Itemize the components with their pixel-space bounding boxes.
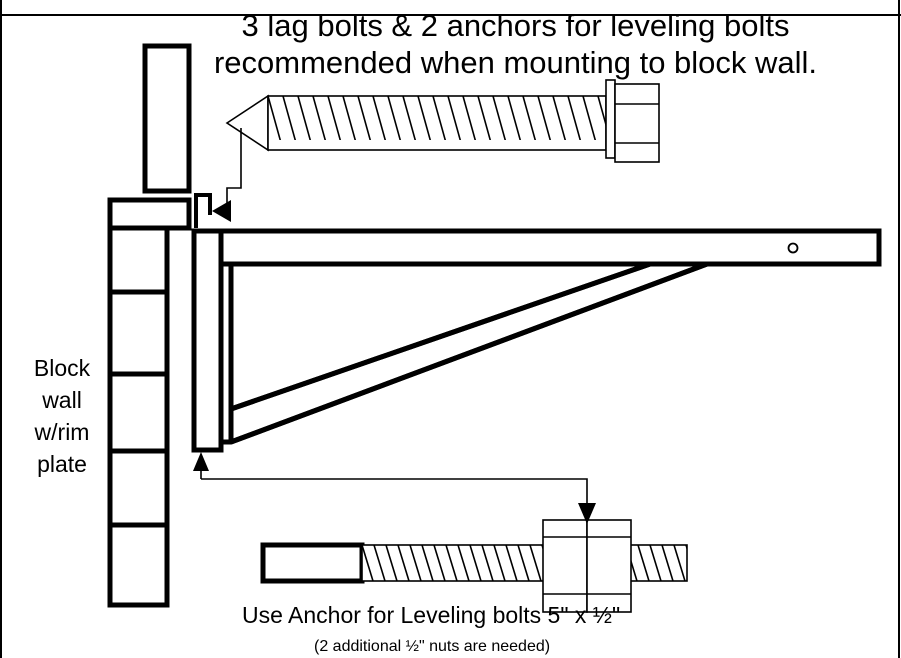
thread-line bbox=[529, 545, 542, 581]
wall-bracket bbox=[191, 228, 882, 453]
title-line-1: 3 lag bolts & 2 anchors for leveling bol… bbox=[241, 8, 790, 43]
thread-line bbox=[469, 545, 482, 581]
wall-label-line-4: plate bbox=[37, 451, 87, 477]
thread-line bbox=[357, 96, 372, 140]
block-wall bbox=[107, 197, 192, 608]
thread-line bbox=[409, 545, 422, 581]
thread-line bbox=[417, 96, 432, 140]
thread-line bbox=[457, 545, 470, 581]
nuts-note: (2 additional ½" nuts are needed) bbox=[314, 638, 551, 655]
thread-line bbox=[402, 96, 417, 140]
thread-line bbox=[421, 545, 434, 581]
anchor-note: Use Anchor for Leveling bolts 5" x ½" bbox=[242, 602, 621, 628]
wall-label-line-3: w/rim bbox=[34, 419, 90, 445]
leveling-nut-right bbox=[586, 519, 632, 613]
anchor-sleeve bbox=[260, 542, 365, 584]
thread-line bbox=[505, 545, 518, 581]
thread-line bbox=[387, 96, 402, 140]
thread-line bbox=[552, 96, 567, 140]
lag-bolt-leader bbox=[212, 128, 242, 222]
thread-line bbox=[362, 545, 374, 581]
leveling-leader bbox=[193, 452, 596, 524]
thread-line bbox=[522, 96, 537, 140]
leveling-nut-left bbox=[542, 519, 588, 613]
thread-line bbox=[492, 96, 507, 140]
bracket-hole bbox=[787, 242, 799, 254]
thread-line bbox=[445, 545, 458, 581]
thread-line bbox=[517, 545, 530, 581]
thread-line bbox=[537, 96, 552, 140]
thread-line bbox=[282, 96, 297, 140]
thread-line bbox=[567, 96, 582, 140]
thread-line bbox=[673, 545, 686, 581]
thread-line bbox=[312, 96, 327, 140]
thread-line bbox=[342, 96, 357, 140]
thread-line bbox=[507, 96, 522, 140]
thread-line bbox=[649, 545, 662, 581]
anchor-bolt bbox=[260, 519, 688, 613]
rim-plate-stud bbox=[142, 43, 192, 194]
thread-line bbox=[373, 545, 386, 581]
thread-line bbox=[297, 96, 312, 140]
thread-line bbox=[432, 96, 447, 140]
thread-line bbox=[637, 545, 650, 581]
wall-label-line-1: Block bbox=[33, 355, 91, 381]
thread-line bbox=[582, 96, 597, 140]
thread-line bbox=[462, 96, 477, 140]
thread-line bbox=[327, 96, 342, 140]
thread-line bbox=[493, 545, 506, 581]
thread-line bbox=[372, 96, 387, 140]
thread-line bbox=[397, 545, 410, 581]
thread-line bbox=[385, 545, 398, 581]
thread-line bbox=[481, 545, 494, 581]
thread-line bbox=[447, 96, 462, 140]
thread-line bbox=[433, 545, 446, 581]
thread-line bbox=[661, 545, 674, 581]
wall-label-line-2: wall bbox=[42, 387, 82, 413]
title-line-2: recommended when mounting to block wall. bbox=[213, 45, 818, 80]
lag-bolt bbox=[225, 79, 660, 163]
thread-line bbox=[477, 96, 492, 140]
thread-line bbox=[268, 96, 282, 140]
